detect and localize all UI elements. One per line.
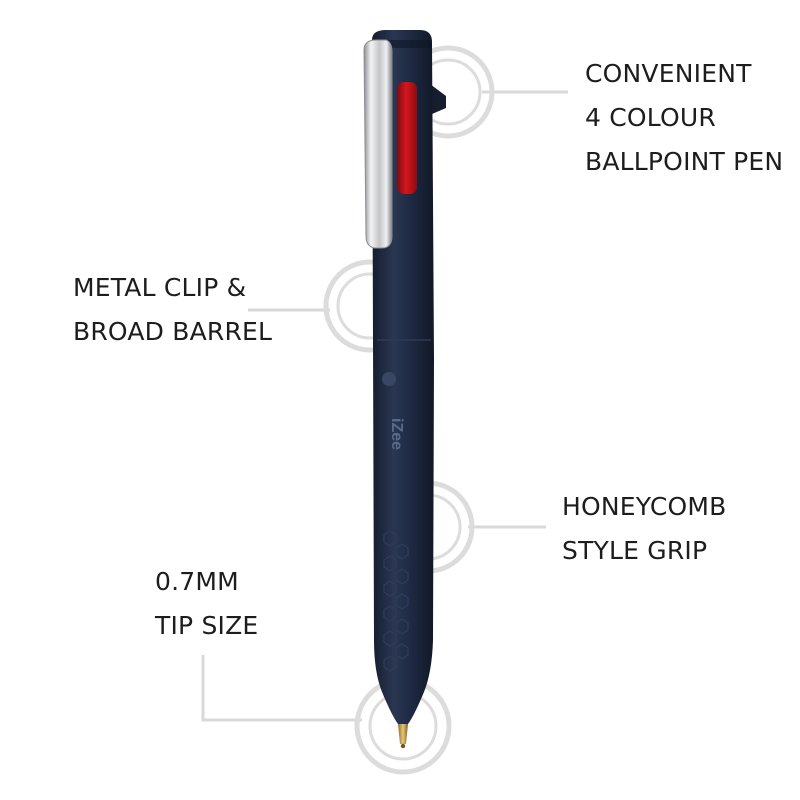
pen-red-plunger (397, 82, 417, 194)
callout-tip-line-1: 0.7MM (155, 567, 239, 596)
pen-metal-clip (363, 39, 393, 249)
callout-lines (201, 90, 568, 722)
callout-grip-line-1: HONEYCOMB (562, 492, 727, 521)
callout-line-tip (201, 655, 362, 722)
callout-grip-label: HONEYCOMB STYLE GRIP (562, 485, 727, 573)
callout-tip-line-2: TIP SIZE (155, 611, 259, 640)
callout-clip-label: METAL CLIP & BROAD BARREL (73, 266, 272, 354)
brand-wordmark: iZee (388, 418, 405, 450)
callout-clip-line-1: METAL CLIP & (73, 273, 247, 302)
pen-side-nub (430, 84, 446, 114)
callout-tip-label: 0.7MM TIP SIZE (155, 560, 258, 648)
callout-colour-label: CONVENIENT 4 COLOUR BALLPOINT PEN (585, 52, 783, 184)
pen-gold-tip (398, 724, 408, 744)
callout-colour-line-3: BALLPOINT PEN (585, 147, 784, 176)
pen (363, 30, 446, 749)
pen-ball-point (400, 743, 406, 749)
callout-colour-line-2: 4 COLOUR (585, 103, 716, 132)
callout-clip-line-2: BROAD BARREL (73, 317, 273, 346)
honeycomb-grip-pattern (383, 530, 409, 672)
pen-top-band (374, 40, 432, 48)
brand-emblem-icon (382, 372, 396, 386)
callout-colour-line-1: CONVENIENT (585, 59, 752, 88)
callout-grip-line-2: STYLE GRIP (562, 536, 708, 565)
